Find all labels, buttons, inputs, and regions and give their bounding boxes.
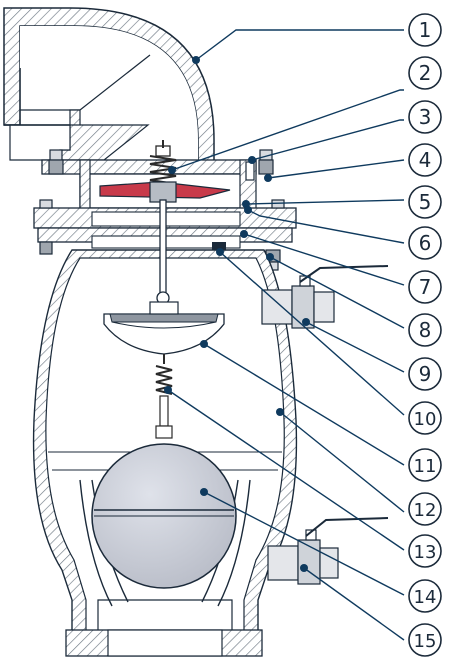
callout-6: 6 <box>408 226 442 260</box>
callout-11-label: 11 <box>414 456 437 477</box>
callout-9: 9 <box>408 357 442 391</box>
callout-1: 1 <box>408 13 442 47</box>
callout-9-label: 9 <box>419 362 432 386</box>
seal-disc <box>99 181 231 203</box>
callout-13-label: 13 <box>414 542 437 563</box>
callout-12-label: 12 <box>414 500 437 521</box>
leader-dots <box>164 56 310 572</box>
callout-4-label: 4 <box>419 148 432 172</box>
lower-spring <box>155 354 173 439</box>
callout-13: 13 <box>408 534 442 568</box>
callout-14: 14 <box>408 579 442 613</box>
ball-float <box>91 443 237 589</box>
callout-15-label: 15 <box>414 631 437 652</box>
callout-6-label: 6 <box>419 231 432 255</box>
callout-12: 12 <box>408 492 442 526</box>
callout-8-label: 8 <box>419 318 432 342</box>
callout-badges: 1 2 3 4 5 6 7 8 9 10 11 12 13 14 15 <box>408 13 442 657</box>
lower-ball-valve <box>267 517 389 585</box>
callout-3-label: 3 <box>419 105 432 129</box>
stem <box>156 199 170 305</box>
leader-lines <box>167 29 405 641</box>
callout-3: 3 <box>408 100 442 134</box>
callout-8: 8 <box>408 313 442 347</box>
callout-11: 11 <box>408 448 442 482</box>
upper-ball-valve <box>261 265 389 329</box>
callout-10-label: 10 <box>414 409 437 430</box>
callout-5: 5 <box>408 185 442 219</box>
callout-15: 15 <box>408 623 442 657</box>
upper-float <box>103 301 225 355</box>
callout-2-label: 2 <box>419 61 432 85</box>
callout-4: 4 <box>408 143 442 177</box>
elbow-pipe <box>3 7 215 163</box>
upper-spring <box>149 140 177 185</box>
callout-7: 7 <box>408 270 442 304</box>
callout-10: 10 <box>408 401 442 435</box>
callout-5-label: 5 <box>419 190 432 214</box>
callout-2: 2 <box>408 56 442 90</box>
callout-14-label: 14 <box>414 587 437 608</box>
callout-7-label: 7 <box>419 275 432 299</box>
callout-1-label: 1 <box>419 18 432 42</box>
